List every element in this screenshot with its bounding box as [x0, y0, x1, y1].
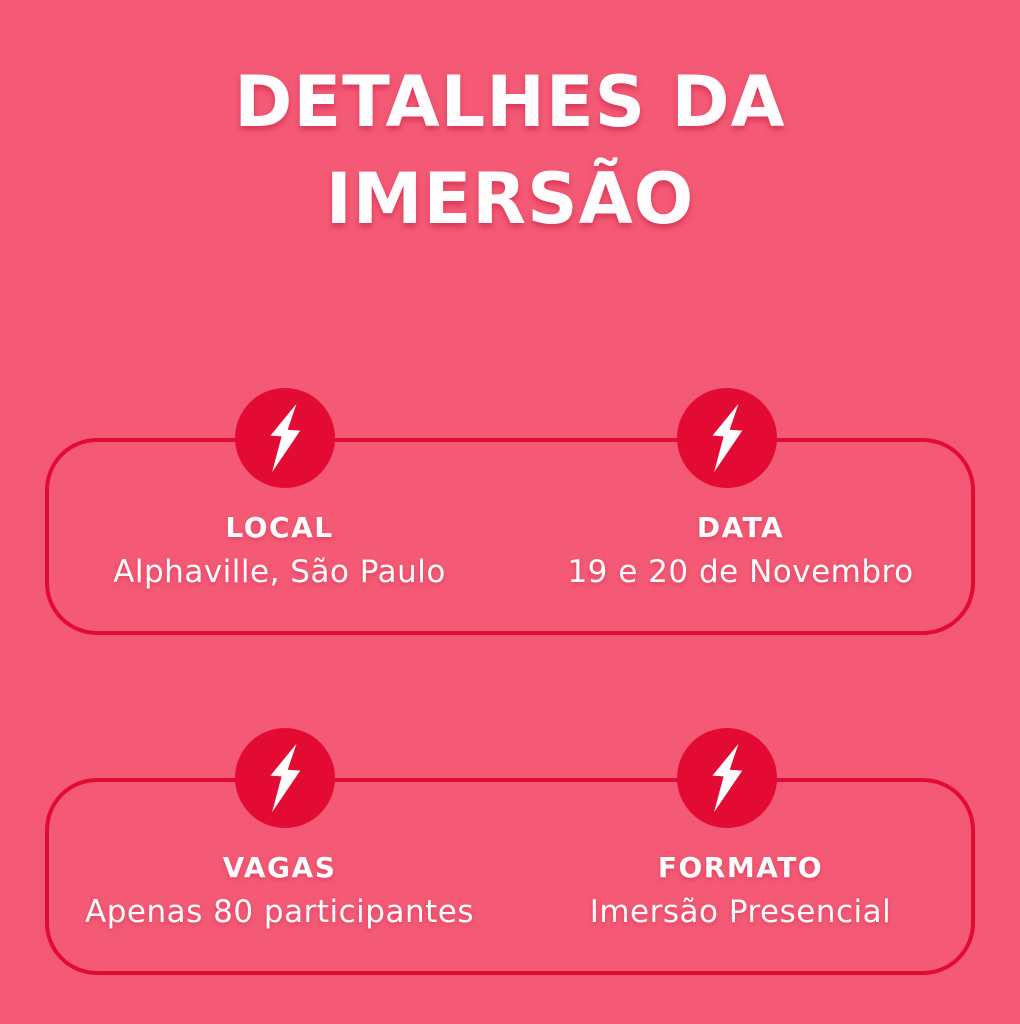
lightning-badge: [234, 728, 335, 828]
card-item-local: LOCAL Alphaville, São Paulo: [49, 442, 510, 631]
lightning-bolt-icon: [712, 743, 743, 813]
item-label: LOCAL: [225, 511, 334, 544]
card-item-data: DATA 19 e 20 de Novembro: [510, 442, 971, 631]
lightning-bolt-icon: [712, 403, 743, 473]
card-item-vagas: VAGAS Apenas 80 participantes: [49, 782, 510, 971]
info-card-vagas-formato: VAGAS Apenas 80 participantes FORMATO Im…: [45, 728, 975, 975]
page-title-line1: DETALHES DA: [234, 61, 786, 143]
page-title-line2: IMERSÃO: [325, 158, 695, 240]
item-label: DATA: [696, 511, 785, 544]
item-label: FORMATO: [657, 851, 824, 884]
lightning-badge: [234, 388, 335, 488]
item-value: Apenas 80 participantes: [85, 894, 474, 930]
info-card-local-data: LOCAL Alphaville, São Paulo DATA 19 e 20…: [45, 388, 975, 635]
page-title: DETALHES DA IMERSÃO: [0, 54, 1020, 248]
lightning-badge: [677, 728, 778, 828]
item-value: 19 e 20 de Novembro: [567, 554, 914, 590]
item-value: Imersão Presencial: [589, 894, 892, 930]
item-label: VAGAS: [222, 851, 337, 884]
card-item-formato: FORMATO Imersão Presencial: [510, 782, 971, 971]
lightning-bolt-icon: [270, 743, 300, 813]
lightning-badge: [677, 388, 778, 488]
lightning-bolt-icon: [270, 403, 300, 473]
item-value: Alphaville, São Paulo: [113, 554, 446, 590]
